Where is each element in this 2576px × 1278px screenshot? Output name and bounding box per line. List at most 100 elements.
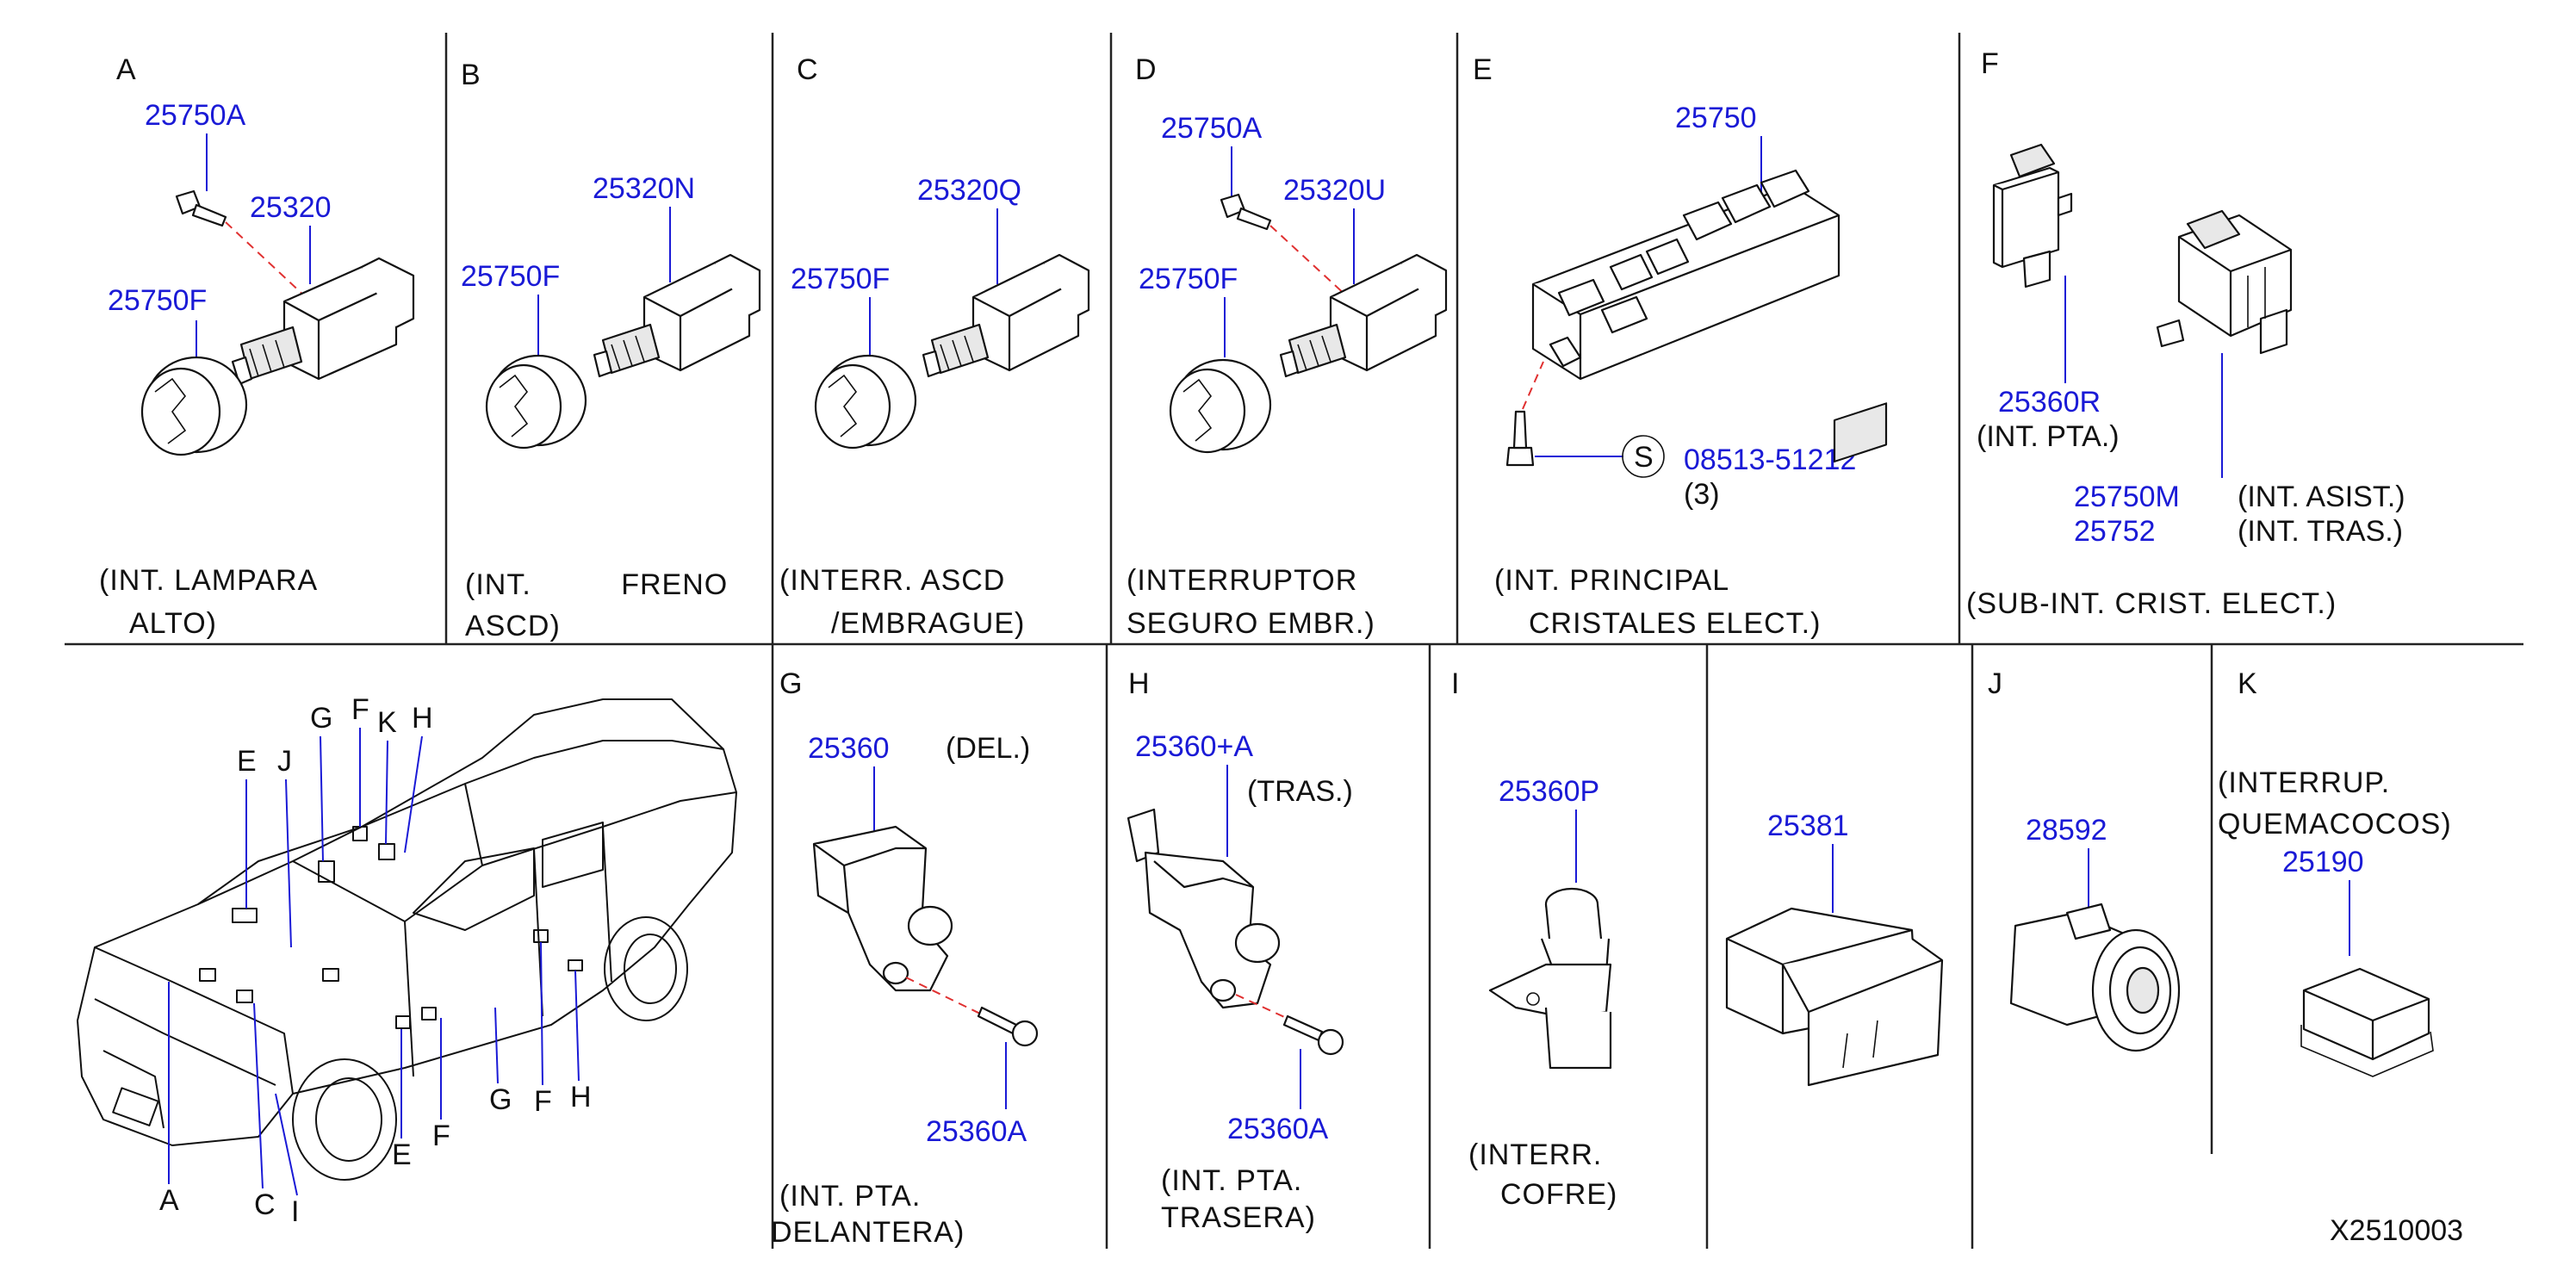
screw-icon	[175, 189, 227, 227]
car-callout-a: A	[159, 1184, 179, 1217]
note-int-asist: (INT. ASIST.)	[2238, 481, 2405, 513]
part-number-25320u[interactable]: 25320U	[1283, 174, 1386, 207]
part-number-25360a-h[interactable]: 25360A	[1227, 1113, 1329, 1145]
part-number-28592[interactable]: 28592	[2026, 814, 2107, 847]
part-number-25750a-d[interactable]: 25750A	[1161, 112, 1263, 145]
panel-i: I 25360P (INTERR. COFRE)	[1451, 667, 1617, 1211]
caption-d-line1: (INTERRUPTOR	[1127, 564, 1357, 597]
caption-i-line2: COFRE)	[1500, 1178, 1617, 1211]
car-callout-c: C	[254, 1188, 276, 1221]
panel-j: J 28592	[1988, 667, 2181, 1052]
part-number-25752[interactable]: 25752	[2074, 515, 2156, 548]
clip-icon	[485, 354, 587, 450]
rocker-switch-icon	[1725, 402, 1944, 1087]
panel-a: A 25750A 25320 25750F (INT. LAMPAR	[99, 53, 415, 640]
door-switch-icon	[1992, 143, 2073, 288]
panel-d: D 25750A 25320U 25750F (INTERRUPTOR SEGU…	[1127, 53, 1448, 640]
caption-h-line1: (INT. PTA.	[1161, 1164, 1302, 1197]
caption-f: (SUB-INT. CRIST. ELECT.)	[1966, 587, 2337, 620]
car-overview: E J G F K H A C I E F G F H	[77, 693, 737, 1228]
panel-letter-a: A	[116, 53, 136, 86]
part-number-08513-51212[interactable]: 08513-51212	[1684, 444, 1856, 476]
caption-d-line2: SEGURO EMBR.)	[1127, 607, 1375, 640]
caption-c-line1: (INTERR. ASCD	[779, 564, 1005, 597]
caption-e-line2: CRISTALES ELECT.)	[1529, 607, 1821, 640]
part-number-25320q[interactable]: 25320Q	[917, 174, 1021, 207]
door-jamb-switch-icon	[812, 825, 953, 992]
clip-icon	[140, 356, 248, 456]
part-number-25320[interactable]: 25320	[250, 191, 332, 224]
ascd-switch-icon	[922, 253, 1090, 378]
note-int-tras: (INT. TRAS.)	[2238, 515, 2403, 548]
part-number-25750f-d[interactable]: 25750F	[1139, 263, 1238, 295]
note-int-pta: (INT. PTA.)	[1977, 420, 2120, 453]
caption-e-line1: (INT. PRINCIPAL	[1494, 564, 1729, 597]
panel-grid	[65, 33, 2523, 1249]
sub-switch-icon	[2156, 209, 2293, 355]
rear-door-switch-icon	[1127, 808, 1281, 1009]
caption-g-line1: (INT. PTA.	[779, 1180, 921, 1213]
caption-b-line2: ASCD)	[465, 610, 561, 642]
car-callout-j-top: J	[277, 745, 292, 778]
part-number-25750m[interactable]: 25750M	[2074, 481, 2180, 513]
panel-g: G 25360 (DEL.) 25360A (INT. PTA. DELANTE…	[771, 667, 1039, 1249]
part-number-25360[interactable]: 25360	[808, 732, 890, 765]
panel-letter-b: B	[461, 59, 481, 91]
panel-letter-j: J	[1988, 667, 2002, 700]
panel-f: F 25360R (INT. PTA.) 25750M 25752 (INT. …	[1966, 47, 2405, 620]
part-number-25750f[interactable]: 25750F	[108, 284, 207, 317]
ignition-switch-icon	[2009, 903, 2181, 1052]
hood-switch-icon	[1488, 887, 1612, 1070]
car-callout-k-top: K	[377, 706, 397, 739]
car-icon	[77, 698, 737, 1181]
car-callout-g: G	[489, 1083, 512, 1116]
panel-letter-c: C	[797, 53, 818, 86]
part-number-25360a-g[interactable]: 25360A	[926, 1115, 1027, 1148]
panel-c: C 25320Q 25750F (INTERR. ASCD /EMBRAGUE)	[779, 53, 1090, 640]
clutch-switch-icon	[1279, 253, 1448, 378]
caption-b-line1: (INT. FRENO	[465, 568, 728, 601]
car-callout-f: F	[432, 1120, 450, 1152]
panel-letter-f: F	[1981, 47, 1999, 80]
car-callout-f2: F	[534, 1085, 552, 1118]
brake-switch-icon	[593, 253, 761, 378]
part-number-25190[interactable]: 25190	[2282, 846, 2364, 878]
panel-b: B 25320N 25750F (INT. FRENO ASCD)	[461, 59, 761, 642]
panel-h: H 25360+A (TRAS.) 25360A (INT. PTA. TRAS…	[1127, 667, 1353, 1234]
car-callout-f-top: F	[351, 693, 369, 726]
car-callout-h: H	[570, 1081, 592, 1114]
car-callout-e: E	[392, 1138, 412, 1171]
sunroof-switch-icon	[2300, 967, 2434, 1077]
caption-a-line2: ALTO)	[129, 607, 217, 640]
part-number-25750f-b[interactable]: 25750F	[461, 260, 560, 293]
diagram-id: X2510003	[2330, 1214, 2463, 1247]
part-number-25360p[interactable]: 25360P	[1499, 775, 1599, 808]
screw-icon	[1282, 1014, 1344, 1056]
panel-e: E 25750 S 08513-51212 (3) (INT. PRINCIPA…	[1473, 53, 1856, 640]
panel-letter-h: H	[1128, 667, 1150, 700]
car-callout-h-top: H	[412, 702, 433, 735]
power-window-main-switch-icon	[1531, 169, 1840, 381]
caption-k-line2: QUEMACOCOS)	[2218, 808, 2452, 841]
part-number-25750[interactable]: 25750	[1675, 102, 1757, 134]
car-callout-e-top: E	[237, 745, 257, 778]
screw-icon	[977, 1006, 1039, 1047]
part-number-25750a[interactable]: 25750A	[145, 99, 246, 132]
screw-mark-circle	[1622, 435, 1665, 478]
panel-letter-e: E	[1473, 53, 1493, 86]
brake-switch-icon	[231, 257, 415, 386]
part-number-25381[interactable]: 25381	[1767, 810, 1849, 842]
panel-letter-d: D	[1135, 53, 1157, 86]
car-callout-i: I	[291, 1195, 299, 1228]
panel-25381: 25381	[1725, 402, 1944, 1087]
panel-letter-g: G	[779, 667, 802, 700]
clip-icon	[1169, 358, 1272, 454]
part-number-25320n[interactable]: 25320N	[593, 172, 695, 205]
caption-h-line2: TRASERA)	[1161, 1201, 1316, 1234]
part-number-25360r[interactable]: 25360R	[1998, 386, 2101, 419]
part-number-25360-plus-a[interactable]: 25360+A	[1135, 730, 1253, 763]
panel-letter-i: I	[1451, 667, 1459, 700]
caption-g-line2: DELANTERA)	[771, 1216, 965, 1249]
part-number-25750f-c[interactable]: 25750F	[791, 263, 890, 295]
